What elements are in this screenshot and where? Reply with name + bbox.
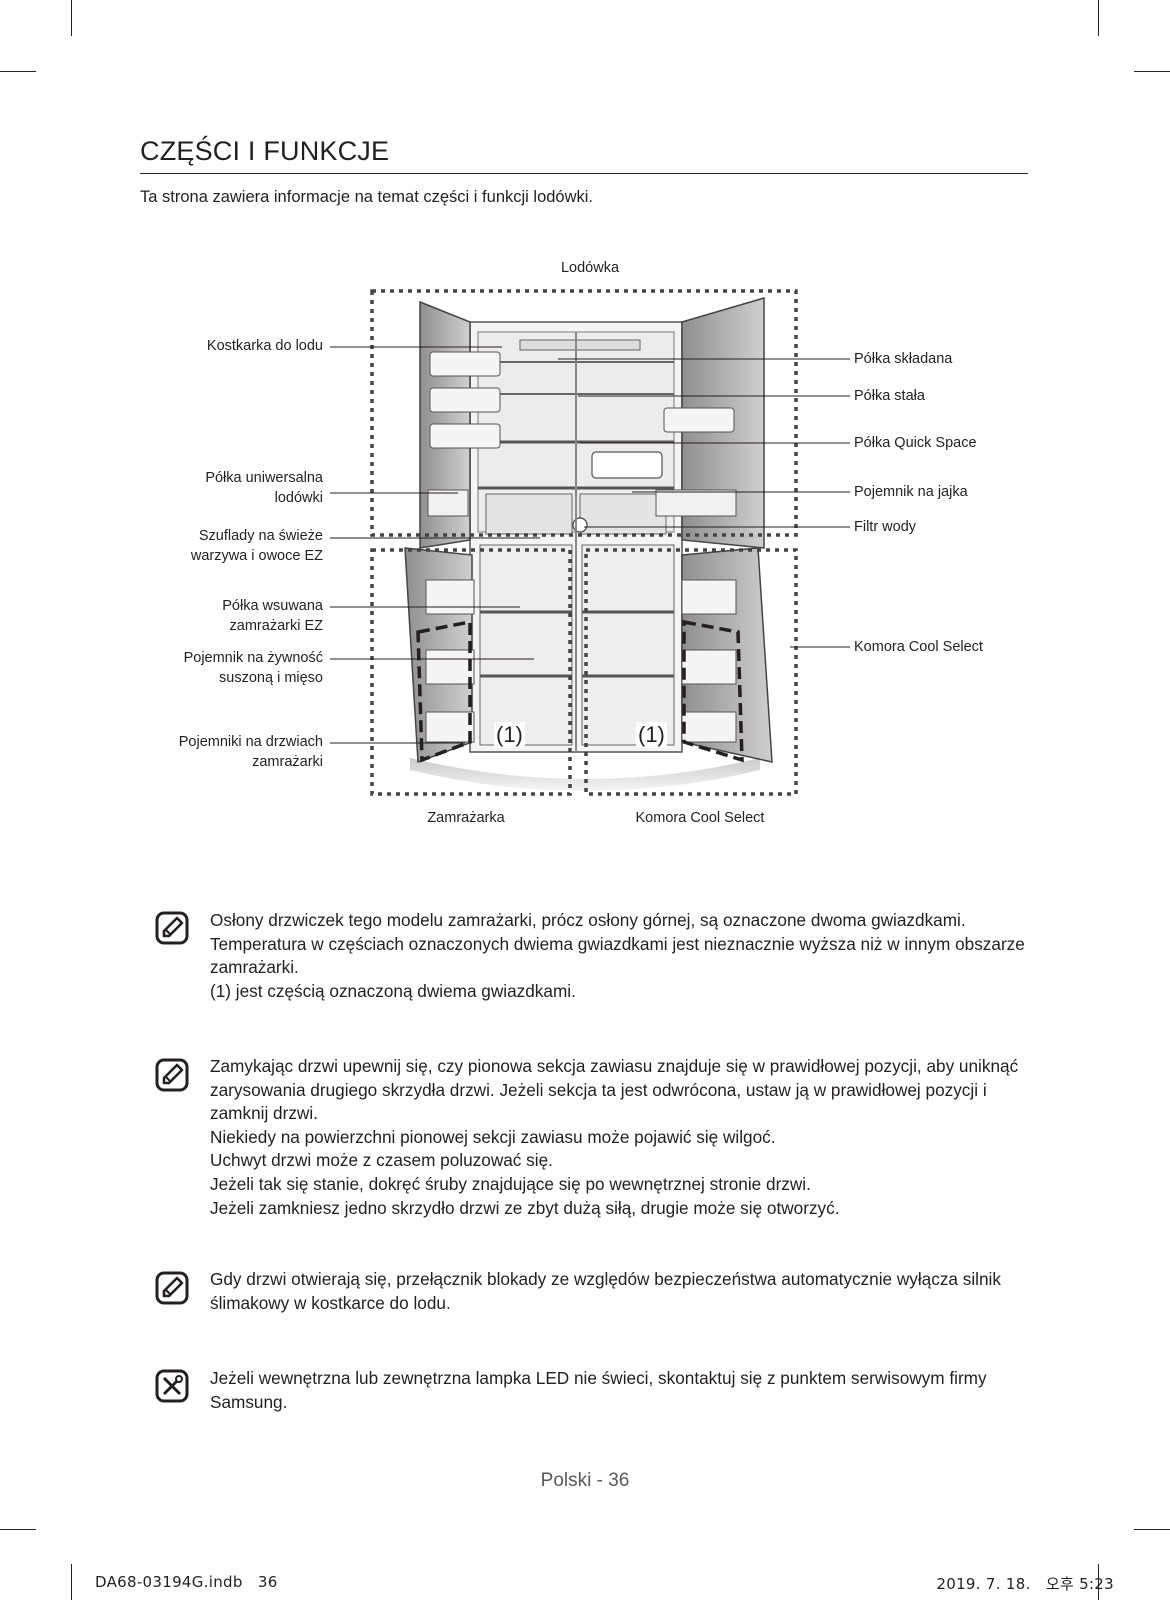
label-meat-container: Pojemnik na żywność suszoną i mięso bbox=[183, 650, 323, 686]
label-freezer-door-bins: Pojemniki na drzwiach zamrażarki bbox=[178, 734, 323, 770]
crop-mark bbox=[0, 1529, 36, 1530]
print-slug-file: DA68-03194G.indb 36 bbox=[95, 1573, 278, 1591]
label-folding-shelf: Półka składana bbox=[854, 351, 953, 367]
label-fixed-shelf: Półka stała bbox=[854, 388, 925, 404]
label-freezer-slide-shelf: Półka wsuwana zamrażarki EZ bbox=[222, 598, 323, 634]
note-block: Osłony drzwiczek tego modelu zamrażarki,… bbox=[210, 910, 1025, 1001]
crop-mark bbox=[0, 71, 36, 72]
crop-mark bbox=[1098, 0, 1099, 36]
label-quick-space-shelf: Półka Quick Space bbox=[854, 435, 977, 451]
page-number: Polski - 36 bbox=[540, 1470, 630, 1491]
label-egg-container: Pojemnik na jajka bbox=[854, 484, 968, 500]
label-multi-shelf: Półka uniwersalna lodówki bbox=[205, 470, 323, 506]
diagram-label-cool-select: Komora Cool Select bbox=[635, 810, 765, 826]
diagram-label-freezer: Zamrażarka bbox=[427, 810, 505, 826]
note-block: Jeżeli wewnętrzna lub zewnętrzna lampka … bbox=[210, 1368, 987, 1412]
refrigerator-illustration bbox=[330, 289, 850, 796]
note-pencil-icon bbox=[155, 1058, 189, 1092]
crop-mark bbox=[1134, 1529, 1170, 1530]
crop-mark bbox=[1098, 1564, 1099, 1600]
label-crisper-drawers: Szuflady na świeże warzywa i owoce EZ bbox=[190, 528, 323, 564]
crop-mark bbox=[1134, 71, 1170, 72]
marker-label: (1) bbox=[494, 722, 525, 748]
label-ice-maker: Kostkarka do lodu bbox=[206, 338, 323, 354]
label-cool-select-zone: Komora Cool Select bbox=[854, 639, 983, 655]
note-block: Zamykając drzwi upewnij się, czy pionowa… bbox=[210, 1056, 1019, 1218]
refrigerator-diagram: Lodówka Zamrażarka Komora Cool Select (1… bbox=[178, 260, 983, 826]
print-slug-date: 2019. 7. 18. 오후 5:23 bbox=[936, 1575, 1114, 1593]
diagram-label-refrigerator: Lodówka bbox=[560, 260, 620, 276]
label-water-filter: Filtr wody bbox=[854, 519, 917, 535]
service-tools-icon bbox=[155, 1369, 189, 1403]
crop-mark bbox=[71, 1564, 72, 1600]
note-pencil-icon bbox=[155, 1271, 189, 1305]
title-divider bbox=[140, 173, 1028, 174]
marker-label: (1) bbox=[636, 722, 667, 748]
intro-text: Ta strona zawiera informacje na temat cz… bbox=[140, 188, 594, 206]
page-title: CZĘŚCI I FUNKCJE bbox=[140, 136, 390, 166]
note-pencil-icon bbox=[155, 911, 189, 945]
crop-mark bbox=[71, 0, 72, 36]
note-block: Gdy drzwi otwierają się, przełącznik blo… bbox=[210, 1269, 1001, 1313]
